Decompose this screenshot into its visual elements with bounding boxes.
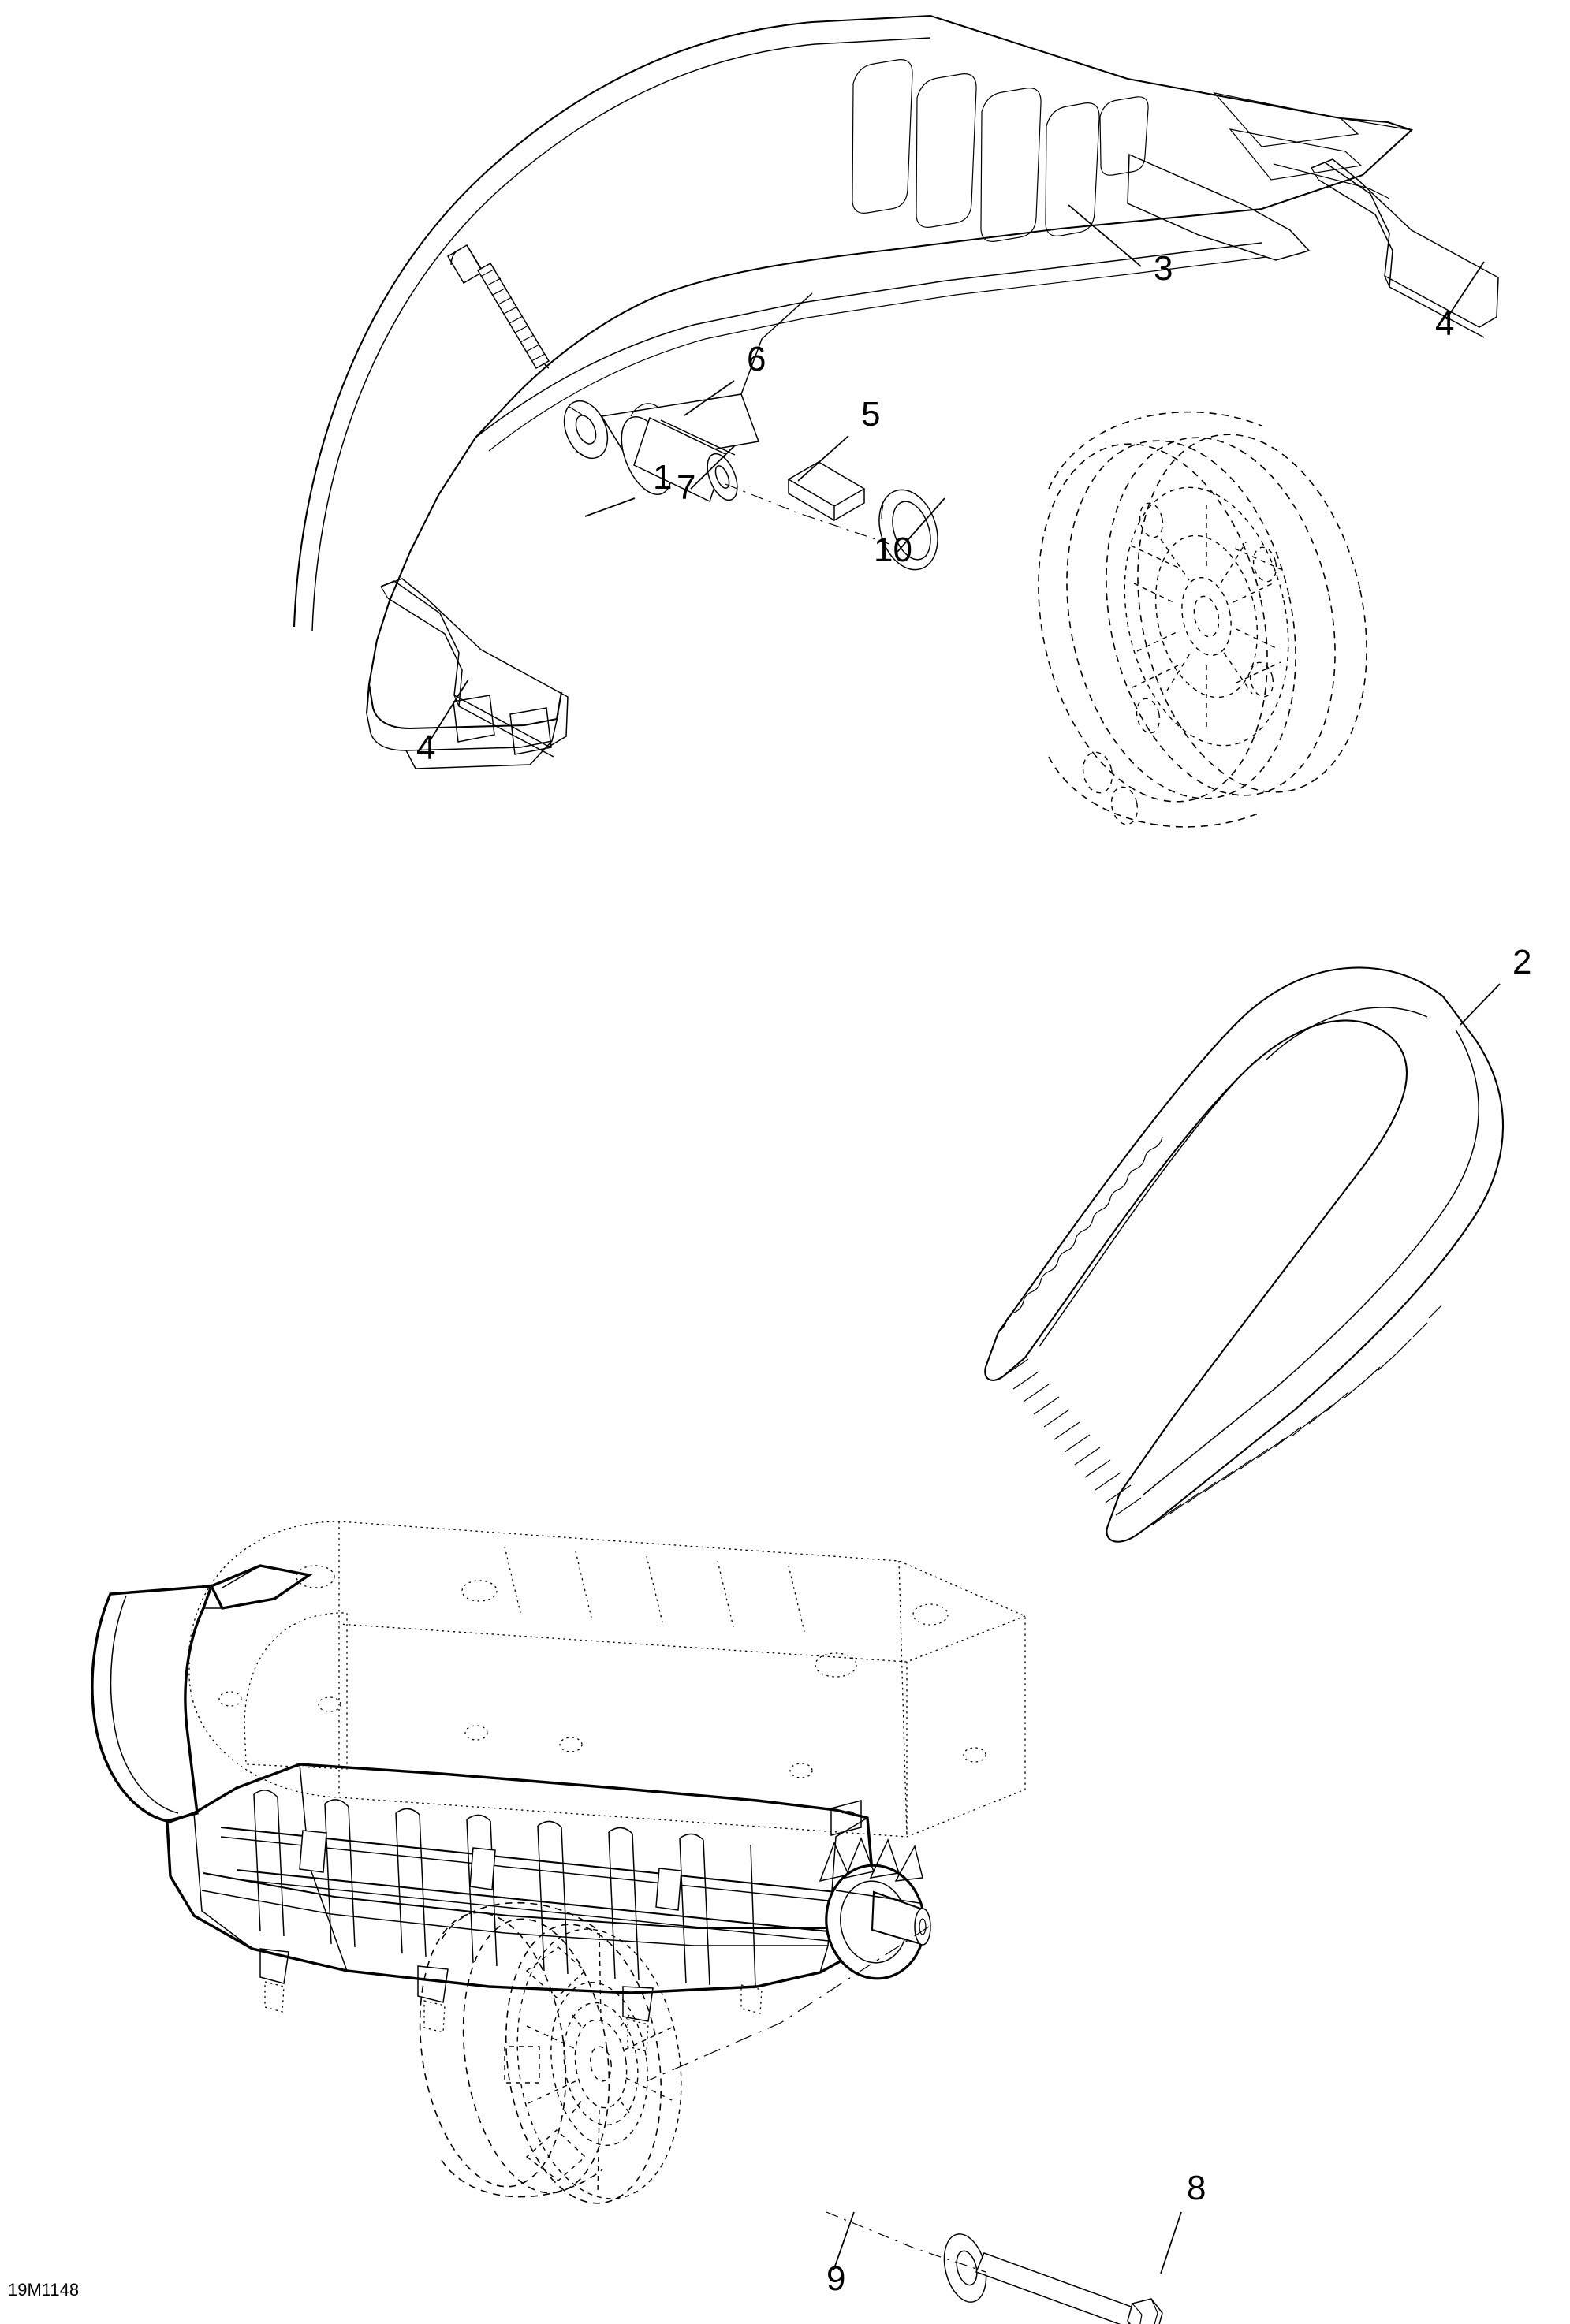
engine-pto-output: [819, 1836, 931, 1980]
callout-3: 3: [1154, 249, 1173, 288]
engine-mount-feet: [259, 1948, 763, 2052]
leader-1: [584, 497, 636, 517]
callout-7: 7: [677, 468, 695, 507]
leader-9: [833, 2211, 855, 2271]
leader-7: [690, 445, 736, 490]
leader-3: [1068, 204, 1142, 267]
seal-strip-lower-part-4: [380, 578, 569, 758]
guard-vent-slots: [852, 59, 1149, 242]
engine-airbox: [188, 1521, 1026, 1838]
driven-pulley-outer-sheaves: [1038, 411, 1367, 828]
leader-6: [684, 380, 735, 416]
leader-2: [1460, 983, 1501, 1026]
callout-10: 10: [874, 531, 912, 569]
callout-leaders: [427, 204, 1501, 2274]
callout-8: 8: [1187, 2169, 1206, 2207]
callout-2: 2: [1512, 943, 1531, 981]
callout-4-upper: 4: [1435, 304, 1454, 343]
hex-bolt-part-8: [975, 2252, 1163, 2324]
seal-strip-upper-part-4: [1311, 158, 1499, 338]
screw-threads: [481, 268, 546, 362]
drive-pulley-hub: [504, 1928, 682, 2199]
callout-4-lower: 4: [416, 728, 435, 767]
drive-pulley-sheaves: [419, 1901, 662, 2204]
driven-pulley-hub-and-spokes: [1082, 486, 1289, 825]
engine-tie-shaft: [220, 1826, 845, 1943]
callout-5: 5: [861, 395, 880, 434]
screw-part-6: [446, 244, 550, 370]
engine-cooling-fins: [253, 1793, 756, 1987]
lock-washer-part-7: [563, 400, 609, 460]
belt-cog-teeth: [1002, 1358, 1142, 1516]
leader-8: [1160, 2211, 1182, 2274]
leader-4b: [427, 679, 469, 744]
leader-10: [897, 497, 945, 553]
leader-4a: [1445, 261, 1485, 320]
callout-9: 9: [826, 2259, 845, 2298]
engine-fan-vanes: [819, 1836, 923, 1883]
leader-5: [797, 435, 849, 482]
callout-6: 6: [747, 340, 766, 378]
engine-case-fasteners: [218, 1691, 986, 1778]
callout-1: 1: [653, 458, 672, 497]
washer-part-10: [878, 489, 938, 571]
engine-intake-scoop: [91, 1564, 313, 1823]
guard-part-3: [293, 14, 1414, 769]
drawing-id-label: 19M1148: [8, 2280, 80, 2300]
callout-numbers: 1 2 3 4 4 5 6 7 8 9 10: [416, 249, 1531, 2298]
